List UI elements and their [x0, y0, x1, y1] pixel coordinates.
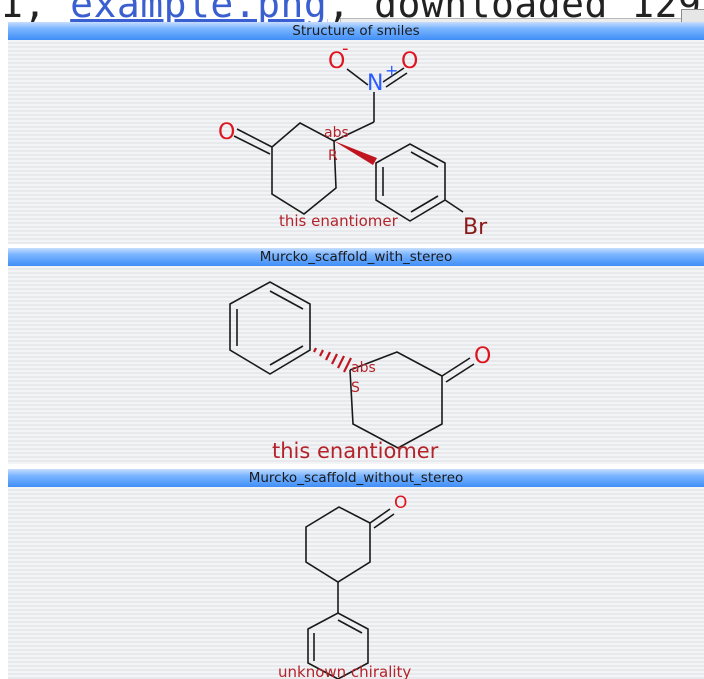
ketone-double-bond	[445, 363, 475, 383]
ketone-bond	[441, 357, 471, 377]
abs-label: abs	[324, 125, 349, 141]
molecule-structure: O O - N + O abs R Br this enantiomer	[218, 38, 488, 240]
stereo-wedge	[334, 141, 377, 165]
ketone-bond	[236, 128, 273, 148]
ketone-oxygen-label: O	[218, 120, 235, 145]
molecule-with-stereo: O abs S this enantiomer	[229, 281, 491, 463]
example-png-link[interactable]: example.png	[70, 0, 328, 26]
cyclohexanone-ring	[305, 506, 371, 583]
ketone-bond	[369, 508, 391, 524]
stereo-descriptor-label: R	[328, 148, 338, 164]
phenyl-inner-bond	[269, 345, 304, 366]
stereo-descriptor-label: S	[351, 380, 360, 396]
abs-label: abs	[351, 360, 376, 376]
aryl-inner-bond	[410, 195, 439, 213]
ketone-oxygen-label: O	[394, 493, 407, 513]
phenyl-inner-bond	[337, 619, 363, 634]
ring-bond	[271, 122, 337, 215]
panel-title-with-stereo: Murcko_scaffold_with_stereo	[8, 248, 704, 266]
n-o-double-bond-2	[385, 72, 408, 88]
phenyl-inner-bond	[269, 290, 304, 310]
ketone-oxygen-label: O	[474, 344, 491, 369]
ch2-bond	[333, 121, 375, 142]
chirality-note: unknown chirality	[278, 663, 411, 679]
enantiomer-note: this enantiomer	[279, 212, 399, 230]
aryl-inner-bond	[410, 151, 439, 168]
ring-bond	[349, 351, 443, 449]
negative-charge-label: -	[342, 38, 349, 59]
nitro-oxygen-right-label: O	[401, 49, 418, 74]
nitro-oxygen-left-label: O	[328, 49, 345, 74]
panel-title-without-stereo: Murcko_scaffold_without_stereo	[8, 469, 704, 487]
enantiomer-note: this enantiomer	[272, 439, 439, 463]
n-o-bond	[346, 68, 369, 86]
aryl-ring	[375, 143, 446, 222]
nitrogen-label: N	[367, 71, 383, 96]
hashed-stereo-wedge	[313, 347, 352, 373]
positive-charge-label: +	[385, 61, 398, 80]
molecule-without-stereo: O unknown chirality	[278, 493, 411, 679]
ketone-double-bond	[373, 513, 395, 529]
panel-structure: O O - N + O abs R Br this enantiomer	[8, 38, 704, 244]
phenyl-ring	[229, 281, 311, 375]
panel-title-structure: Structure of smiles	[8, 22, 704, 40]
panel-with-stereo: O abs S this enantiomer	[8, 266, 704, 464]
ketone-double-bond	[233, 135, 271, 155]
panel-without-stereo: O unknown chirality	[8, 487, 704, 679]
c-br-bond	[444, 199, 464, 213]
n-o-double-bond	[382, 67, 405, 83]
bromine-label: Br	[463, 215, 488, 240]
phenyl-ring	[307, 612, 369, 679]
